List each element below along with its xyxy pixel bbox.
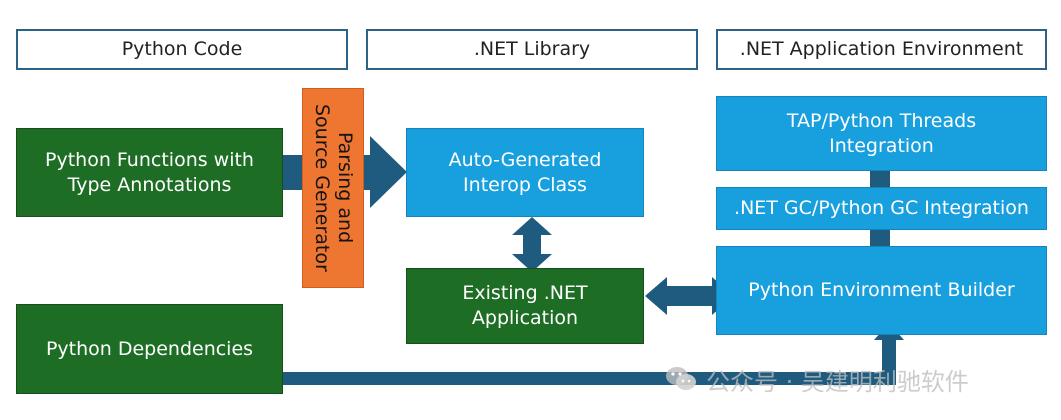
connector-gc-to-builder	[870, 229, 890, 247]
python-dependencies-label: Python Dependencies	[45, 337, 254, 360]
arrow-dependencies-to-builder	[283, 323, 904, 385]
watermark: 公众号 · 吴建明利驰软件	[664, 362, 969, 396]
header-python-code-label: Python Code	[121, 38, 243, 61]
arrow-interop-existing	[512, 217, 552, 272]
parsing-generator-label: Parsing and Source Generator	[311, 104, 356, 272]
env-builder-box: Python Environment Builder	[716, 246, 1047, 335]
header-net-app-environment: .NET Application Environment	[716, 29, 1047, 70]
interop-class-label: Auto-Generated Interop Class	[448, 148, 602, 196]
connector-tap-to-gc	[870, 170, 890, 188]
existing-app-label: Existing .NET Application	[462, 282, 588, 329]
wechat-icon	[666, 367, 696, 390]
header-net-library: .NET Library	[366, 29, 698, 70]
python-dependencies-box: Python Dependencies	[16, 304, 283, 394]
env-builder-label: Python Environment Builder	[748, 279, 1015, 302]
tap-threads-box: TAP/Python Threads Integration	[716, 96, 1047, 171]
header-net-library-label: .NET Library	[473, 38, 591, 61]
python-functions-box: Python Functions with Type Annotations	[16, 128, 283, 217]
interop-class-box: Auto-Generated Interop Class	[406, 128, 644, 217]
watermark-text: 公众号 · 吴建明利驰软件	[706, 367, 969, 396]
gc-integration-label: .NET GC/Python GC Integration	[734, 197, 1029, 220]
tap-threads-label: TAP/Python Threads Integration	[786, 109, 977, 157]
gc-integration-box: .NET GC/Python GC Integration	[716, 187, 1047, 230]
header-net-app-environment-label: .NET Application Environment	[739, 38, 1024, 61]
parsing-generator-box: Parsing and Source Generator	[302, 88, 364, 288]
arrow-existing-envbuilder	[645, 277, 734, 315]
header-python-code: Python Code	[16, 29, 348, 70]
existing-app-box: Existing .NET Application	[406, 268, 644, 344]
python-functions-label: Python Functions with Type Annotations	[45, 148, 254, 196]
